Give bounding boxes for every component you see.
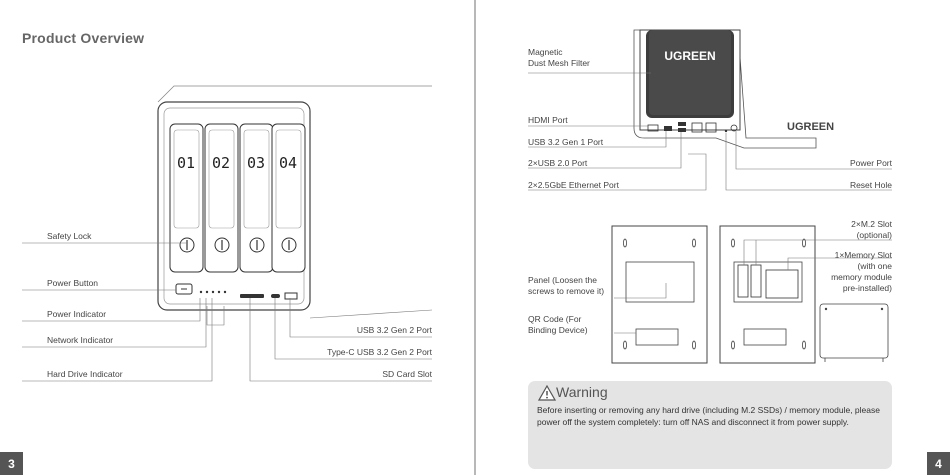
label-memory-2: (with one	[857, 261, 893, 271]
nas-front-illustration: 01 02 03 04	[22, 85, 433, 382]
m2-slot-1[interactable]	[737, 264, 749, 298]
bay-number-3: 03	[247, 154, 265, 172]
brand-logo-side: UGREEN	[787, 121, 834, 133]
nas-rear-illustration: UGREEN UGREEN	[528, 29, 892, 364]
usb-a-port[interactable]	[284, 292, 298, 300]
brand-logo-mesh: UGREEN	[664, 49, 715, 63]
detached-panel	[819, 303, 889, 359]
removable-panel[interactable]	[625, 261, 695, 303]
label-reset-hole: Reset Hole	[849, 180, 892, 190]
label-memory-3: memory module	[831, 272, 892, 282]
label-network-indicator: Network Indicator	[47, 335, 114, 345]
label-ethernet-port: 2×2.5GbE Ethernet Port	[528, 180, 619, 190]
power-port[interactable]	[730, 124, 738, 132]
label-panel-1: Panel (Loosen the	[528, 275, 597, 285]
ethernet-port-1[interactable]	[691, 122, 703, 133]
drive-bay-3[interactable]	[239, 123, 274, 273]
bay-number-1: 01	[177, 154, 195, 172]
usb-20-port-1[interactable]	[678, 122, 686, 126]
label-usb-20-port: 2×USB 2.0 Port	[528, 158, 588, 168]
warning-body: Before inserting or removing any hard dr…	[537, 405, 880, 427]
ethernet-port-2[interactable]	[705, 122, 717, 133]
label-usb-32-gen2-port: USB 3.2 Gen 2 Port	[356, 325, 432, 335]
m2-slot-2[interactable]	[750, 264, 762, 298]
label-memory-1: 1×Memory Slot	[834, 250, 892, 260]
bay-number-2: 02	[212, 154, 230, 172]
sd-card-slot[interactable]	[240, 294, 264, 298]
label-safety-lock: Safety Lock	[47, 231, 92, 241]
usb-20-port-2[interactable]	[678, 128, 686, 132]
label-m2-slot-1: 2×M.2 Slot	[851, 219, 892, 229]
label-power-button: Power Button	[47, 278, 99, 288]
label-usb-32-gen1-port: USB 3.2 Gen 1 Port	[528, 137, 604, 147]
bottom-panel-closed	[611, 225, 708, 364]
reset-hole[interactable]	[724, 129, 728, 133]
page-number: 3	[0, 452, 23, 475]
label-qr-2: Binding Device)	[528, 325, 588, 335]
label-hard-drive-indicator: Hard Drive Indicator	[47, 369, 123, 379]
memory-slot[interactable]	[765, 269, 799, 299]
page-gutter	[474, 0, 476, 475]
leader-lines-right	[528, 72, 892, 191]
typec-port[interactable]	[271, 294, 280, 298]
drive-bay-4[interactable]	[271, 123, 306, 273]
label-panel-2: screws to remove it)	[528, 286, 605, 296]
warning-box: Warning Before inserting or removing any…	[528, 381, 892, 469]
drive-bay-2[interactable]	[204, 123, 239, 273]
warning-icon	[538, 385, 556, 401]
label-power-port: Power Port	[849, 158, 892, 168]
label-hdmi-port: HDMI Port	[528, 115, 568, 125]
hdmi-port[interactable]	[647, 124, 659, 132]
label-typec-usb-port: Type-C USB 3.2 Gen 2 Port	[327, 347, 432, 357]
label-dust-mesh-1: Magnetic	[528, 47, 563, 57]
page-title: Product Overview	[22, 30, 145, 46]
label-dust-mesh-2: Dust Mesh Filter	[528, 58, 590, 68]
label-memory-4: pre-installed)	[842, 283, 892, 293]
label-qr-1: QR Code (For	[528, 314, 582, 324]
bay-number-4: 04	[279, 154, 297, 172]
indicator-leds	[199, 290, 227, 294]
page-number: 4	[927, 452, 950, 475]
drive-bay-1[interactable]	[169, 123, 204, 273]
label-m2-slot-2: (optional)	[856, 230, 892, 240]
qr-code-area	[635, 328, 679, 346]
leader-lines-bottom	[614, 239, 892, 334]
warning-title: Warning	[556, 384, 608, 400]
leader-lines	[22, 242, 433, 382]
usb-32-gen1-port[interactable]	[664, 126, 672, 131]
label-power-indicator: Power Indicator	[47, 309, 107, 319]
left-page: Product Overview	[0, 0, 474, 475]
label-sd-card-slot: SD Card Slot	[382, 369, 432, 379]
bottom-panel-open	[719, 225, 816, 364]
